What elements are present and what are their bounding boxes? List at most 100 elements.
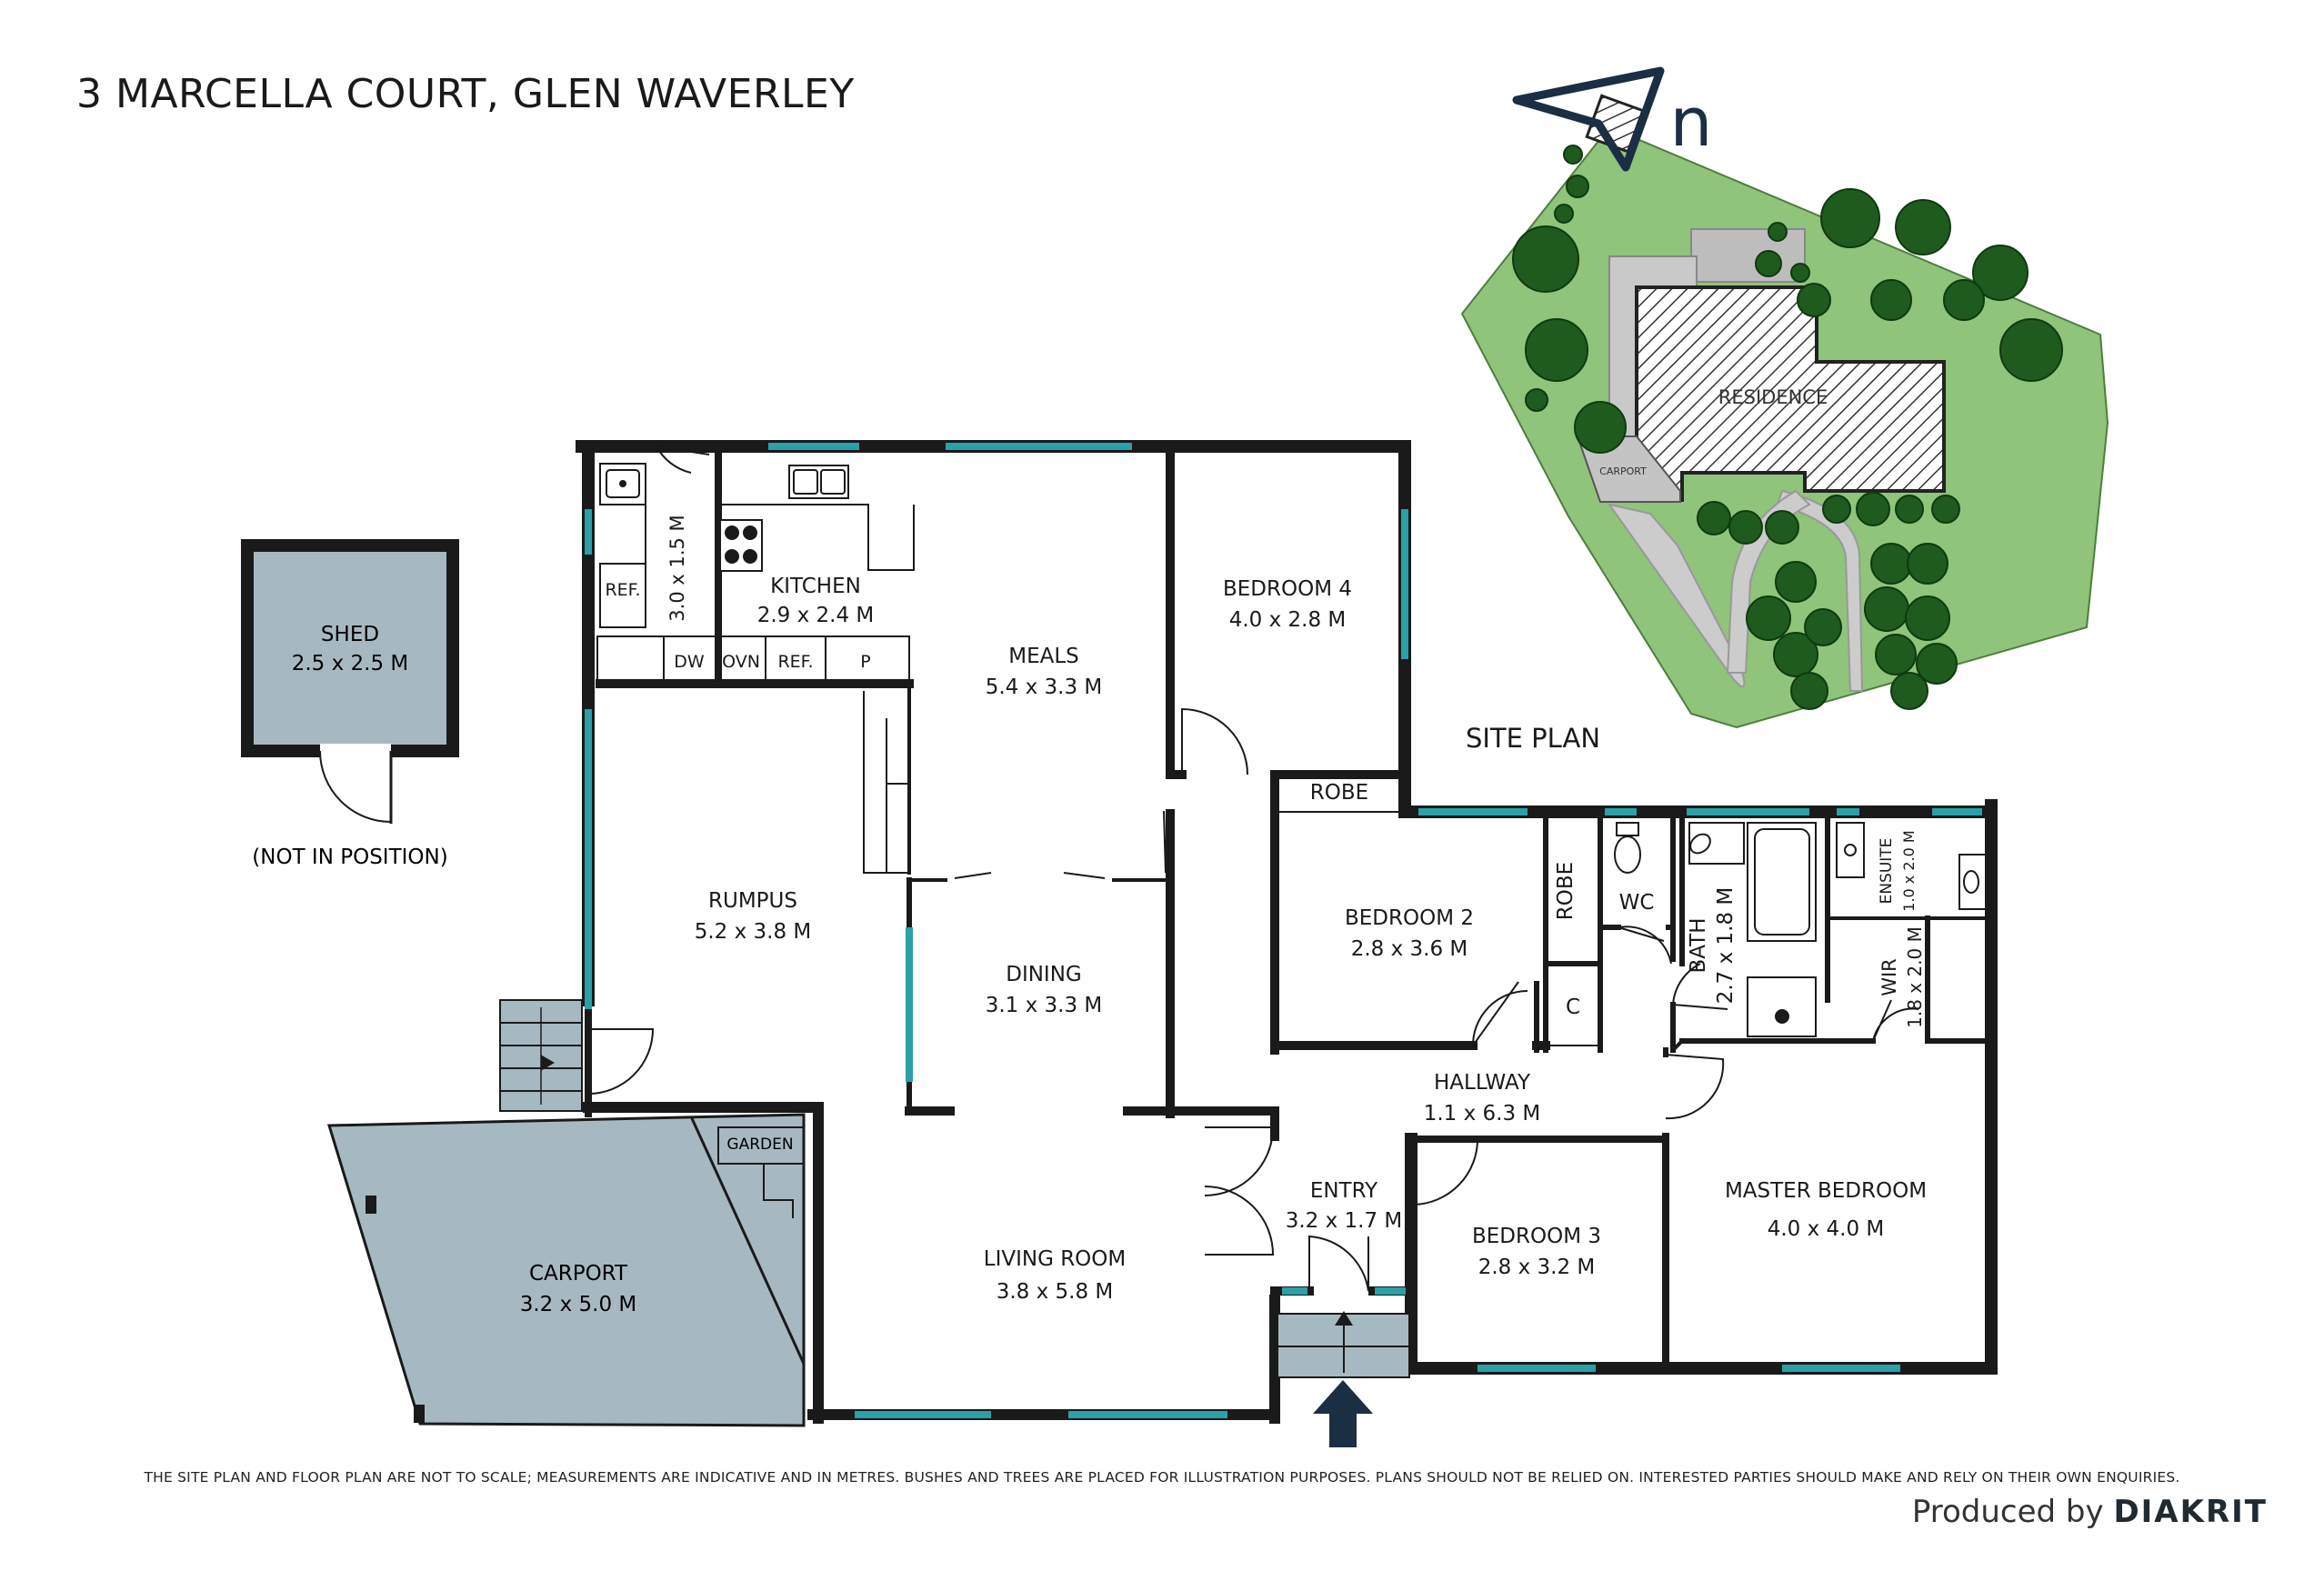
tree-icon	[1916, 643, 1958, 685]
site-deck	[1690, 228, 1806, 283]
cooktop-icon	[719, 519, 763, 572]
dining-name: DINING	[1006, 963, 1082, 986]
wet-area-fixtures	[1614, 822, 1988, 1037]
bedroom3-name: BEDROOM 3	[1472, 1225, 1601, 1248]
tree-icon	[1890, 672, 1928, 710]
tree-icon	[1943, 279, 1985, 321]
kitchen-size: 2.9 x 2.4 M	[757, 604, 875, 627]
tree-icon	[1822, 495, 1851, 524]
tree-icon	[1790, 263, 1810, 283]
hallway-size: 1.1 x 6.3 M	[1424, 1102, 1541, 1126]
tree-icon	[1804, 608, 1842, 646]
wir-name: WIR	[1878, 958, 1900, 996]
ensuite-name: ENSUITE	[1878, 838, 1896, 905]
bedroom3-size: 2.8 x 3.2 M	[1478, 1256, 1596, 1279]
shed-name: SHED	[321, 623, 379, 646]
ovn-label: OVN	[722, 652, 760, 672]
rumpus-size: 5.2 x 3.8 M	[695, 920, 812, 944]
brand-logo: DIAKRIT	[2113, 1494, 2268, 1530]
wir-size: 1.8 x 2.0 M	[1904, 926, 1926, 1028]
tree-icon	[1797, 283, 1831, 317]
tree-icon	[1755, 250, 1782, 277]
rumpus-name: RUMPUS	[708, 889, 797, 913]
tree-icon	[1765, 510, 1799, 545]
entry-name: ENTRY	[1310, 1179, 1378, 1203]
tree-icon	[1574, 401, 1627, 454]
tree-icon	[1566, 175, 1589, 198]
bedroom4-size: 4.0 x 2.8 M	[1229, 608, 1347, 632]
tree-icon	[1999, 318, 2063, 382]
cupboard-label: C	[1566, 996, 1580, 1019]
laundry-size: 3.0 x 1.5 M	[666, 515, 688, 621]
shed: SHED 2.5 x 2.5 M	[241, 539, 459, 824]
tree-icon	[1525, 318, 1588, 382]
entry-arrow-icon	[1313, 1311, 1373, 1447]
robe-b4-label: ROBE	[1310, 781, 1368, 805]
tree-icon	[1931, 495, 1960, 524]
rumpus-steps	[499, 999, 583, 1112]
page-title: 3 MARCELLA COURT, GLEN WAVERLEY	[76, 71, 855, 117]
carport: GARDEN CARPORT 3.2 x 5.0 M	[326, 1113, 806, 1427]
tree-icon	[1512, 225, 1579, 293]
tree-icon	[1907, 543, 1948, 585]
ensuite-size: 1.0 x 2.0 M	[1900, 830, 1918, 911]
site-plan-label: SITE PLAN	[1466, 723, 1600, 754]
tree-icon	[1525, 388, 1548, 412]
tree-icon	[1870, 279, 1912, 321]
shed-size: 2.5 x 2.5 M	[292, 652, 409, 675]
site-driveway	[1607, 503, 1746, 688]
tree-icon	[1728, 510, 1763, 545]
sink-icon	[619, 480, 626, 487]
dw-label: DW	[674, 652, 705, 672]
kitchen-ref-label: REF.	[777, 652, 813, 672]
kitchen-fixtures: DW OVN REF. P	[596, 465, 915, 874]
bedroom4-name: BEDROOM 4	[1223, 577, 1352, 601]
tree-icon	[1870, 543, 1912, 585]
dining-size: 3.1 x 3.3 M	[986, 994, 1103, 1017]
shower-icon	[1747, 976, 1817, 1037]
hallway-name: HALLWAY	[1434, 1071, 1531, 1095]
tree-icon	[1790, 672, 1828, 710]
tree-icon	[1768, 222, 1788, 242]
disclaimer: THE SITE PLAN AND FLOOR PLAN ARE NOT TO …	[144, 1469, 2180, 1486]
site-trees	[1512, 145, 2063, 710]
meals-size: 5.4 x 3.3 M	[986, 675, 1103, 699]
tree-icon	[1895, 495, 1924, 524]
entry-size: 3.2 x 1.7 M	[1286, 1209, 1403, 1233]
meals-name: MEALS	[1008, 645, 1079, 668]
north-letter: n	[1670, 84, 1713, 162]
master-size: 4.0 x 4.0 M	[1768, 1217, 1885, 1241]
shed-note: (NOT IN POSITION)	[252, 846, 447, 869]
pantry-label: P	[860, 652, 870, 672]
site-plan: RESIDENCE CARPORT	[1460, 94, 2109, 729]
carport-name: CARPORT	[529, 1262, 628, 1286]
room-labels: KITCHEN 2.9 x 2.4 M MEALS 5.4 x 3.3 M BE…	[695, 575, 1927, 1304]
bedroom2-name: BEDROOM 2	[1345, 906, 1474, 930]
produced-by-label: Produced by	[1911, 1494, 2104, 1530]
bath-name: BATH	[1687, 917, 1710, 973]
tree-icon	[1746, 595, 1791, 641]
storage	[1274, 774, 1601, 1046]
doors	[587, 445, 1919, 1292]
tree-icon	[1773, 632, 1818, 677]
master-name: MASTER BEDROOM	[1725, 1179, 1927, 1203]
robe-b2-label: ROBE	[1554, 862, 1578, 920]
site-carport-label: CARPORT	[1599, 465, 1647, 477]
toilet-icon	[1614, 822, 1641, 874]
windows	[585, 443, 1982, 1418]
tree-icon	[1864, 586, 1909, 632]
living-size: 3.8 x 5.8 M	[997, 1280, 1114, 1304]
entry-porch	[1277, 1313, 1410, 1378]
tree-icon	[1875, 634, 1917, 675]
tree-icon	[1895, 199, 1951, 255]
garden-label: GARDEN	[726, 1136, 793, 1154]
north-compass-icon: n	[1512, 66, 1713, 172]
living-name: LIVING ROOM	[984, 1247, 1127, 1271]
tree-icon	[1820, 188, 1880, 248]
tree-icon	[1972, 245, 2028, 301]
kitchen-name: KITCHEN	[770, 575, 861, 598]
tree-icon	[1563, 145, 1583, 165]
laundry-ref-label: REF.	[605, 580, 640, 600]
bathtub-icon	[1747, 822, 1817, 942]
